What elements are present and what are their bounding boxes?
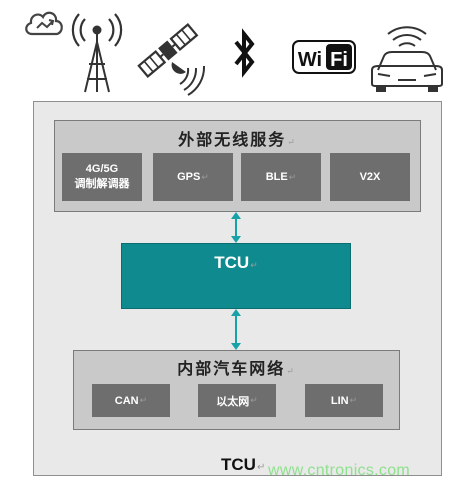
external-group-title: 外部无线服务 (178, 130, 287, 149)
can-label: CAN (114, 394, 139, 407)
module-v2x: V2X (330, 153, 410, 201)
paragraph-mark: ↵ (286, 367, 296, 377)
module-modem: 4G/5G 调制解调器 (62, 153, 142, 201)
module-can: CAN↵ (92, 384, 170, 417)
module-ble: BLE↵ (241, 153, 321, 201)
arrow-external-tcu (231, 212, 241, 243)
module-ethernet: 以太网↵ (198, 384, 276, 417)
paragraph-mark: ↵ (139, 395, 148, 405)
internal-group-title: 内部汽车网络 (177, 359, 286, 378)
module-lin: LIN↵ (305, 384, 383, 417)
lin-label: LIN (330, 394, 349, 407)
ethernet-label: 以太网 (216, 395, 250, 408)
watermark: www.cntronics.com (268, 462, 411, 479)
enclosure-label: TCU↵ (221, 455, 265, 475)
paragraph-mark: ↵ (349, 395, 358, 405)
bluetooth-icon (234, 28, 255, 78)
arrow-tcu-internal (231, 309, 241, 350)
paragraph-mark: ↵ (288, 171, 297, 182)
ble-label: BLE (265, 171, 288, 183)
paragraph-mark: ↵ (256, 462, 266, 473)
satellite-icon (137, 23, 206, 96)
v2x-label: V2X (359, 171, 381, 183)
modem-label-line2: 调制解调器 (74, 178, 130, 190)
paragraph-mark: ↵ (287, 138, 297, 148)
svg-text:Fi: Fi (330, 49, 348, 71)
car-icon (371, 26, 443, 92)
external-wireless-group: 外部无线服务↵ 4G/5G 调制解调器 GPS↵ BLE↵ V2X (54, 120, 421, 212)
paragraph-mark: ↵ (250, 395, 258, 405)
tcu-core-box: TCU↵ (121, 243, 351, 309)
module-gps: GPS↵ (153, 153, 233, 201)
svg-text:Wi: Wi (298, 49, 322, 71)
gps-label: GPS (177, 171, 201, 183)
cloud-icon (25, 11, 63, 36)
paragraph-mark: ↵ (201, 171, 209, 182)
paragraph-mark: ↵ (250, 260, 258, 270)
wifi-icon: Wi Fi (292, 40, 356, 74)
internal-network-group: 内部汽车网络↵ CAN↵ 以太网↵ LIN↵ (73, 350, 400, 430)
enclosure-label-text: TCU (221, 455, 256, 474)
cell-tower-icon (71, 13, 123, 93)
tcu-core-label: TCU (214, 253, 250, 272)
modem-label-line1: 4G/5G (85, 163, 119, 175)
